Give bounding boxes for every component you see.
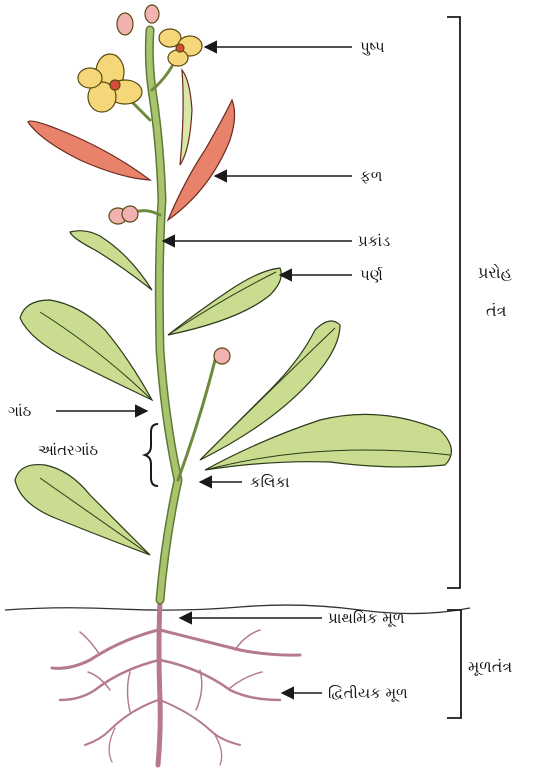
label-fruit: ફળ bbox=[360, 167, 383, 185]
shoot-system-bracket bbox=[447, 17, 460, 588]
root-system-drawing bbox=[52, 600, 300, 765]
label-flower: પુષ્પ bbox=[360, 38, 385, 56]
label-secondary-root: દ્વિતીયક મૂળ bbox=[328, 684, 408, 702]
internode-brace bbox=[145, 424, 158, 486]
leaves-drawing bbox=[15, 231, 451, 555]
label-shoot-system-line1: પ્રરોહ bbox=[478, 263, 513, 282]
label-bud: કલિકા bbox=[250, 473, 290, 491]
label-shoot-system-line2: તંત્ર bbox=[486, 301, 507, 320]
label-stem: પ્રકાંડ bbox=[358, 232, 390, 250]
label-primary-root: પ્રાથમિક મૂળ bbox=[328, 609, 405, 627]
label-root-system: મૂળતંત્ર bbox=[468, 657, 512, 676]
label-internode: આંતરગાંઠ bbox=[38, 441, 98, 459]
label-leaf: પર્ણ bbox=[360, 266, 383, 284]
label-node: ગાંઠ bbox=[8, 402, 32, 420]
root-system-bracket bbox=[447, 610, 461, 718]
